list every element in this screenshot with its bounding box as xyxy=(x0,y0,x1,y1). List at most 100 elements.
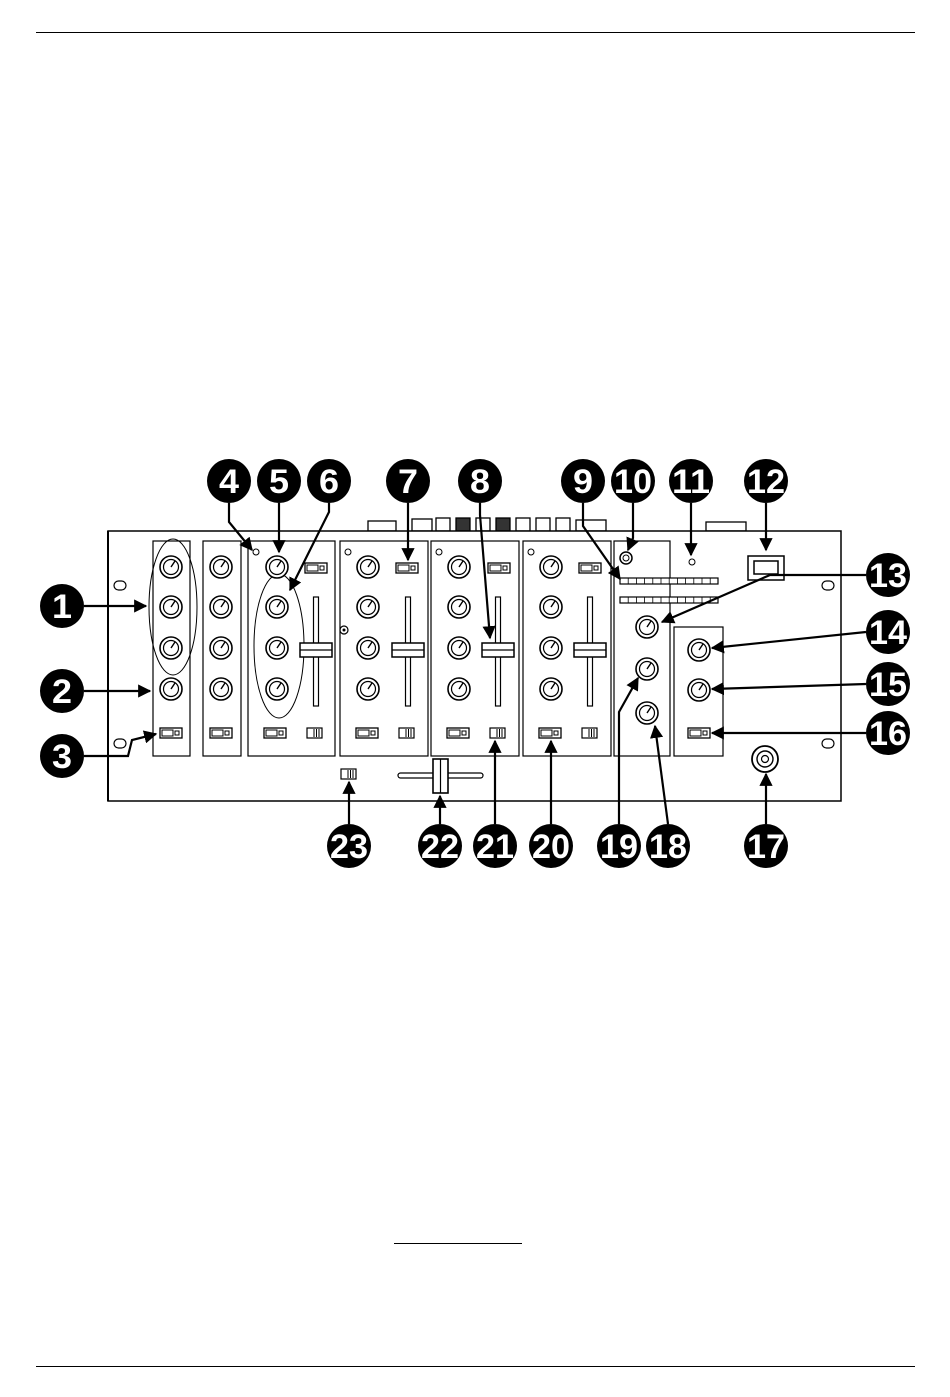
mic-knob-1 xyxy=(688,639,710,661)
callout-21: 21 xyxy=(473,824,517,868)
channel-4-mode-slider xyxy=(582,728,597,738)
knob-col2-2 xyxy=(210,596,232,618)
channel-2-bottom-switch-led xyxy=(371,731,375,735)
callout-15-label: 15 xyxy=(869,666,907,704)
switch-col2-toggle xyxy=(212,730,223,736)
callout-12: 12 xyxy=(744,459,788,503)
channel-4-knob-4 xyxy=(540,678,562,700)
callout-4: 4 xyxy=(207,459,251,503)
channel-2-bottom-switch-toggle xyxy=(358,730,369,736)
mic-switch-toggle xyxy=(690,730,701,736)
channel-4-knob-1 xyxy=(540,556,562,578)
channel-2-mode-slider xyxy=(399,728,414,738)
callout-6: 6 xyxy=(307,459,351,503)
callout-4-label: 4 xyxy=(219,463,239,501)
knob-col1-4 xyxy=(160,678,182,700)
channel-3-knob-3 xyxy=(448,637,470,659)
channel-4-top-switch-led xyxy=(594,566,598,570)
crossfader-curve-slider xyxy=(341,769,356,779)
callout-16: 16 xyxy=(866,711,910,755)
channel-2-knob-4 xyxy=(357,678,379,700)
channel-1-top-switch xyxy=(305,563,327,573)
mic-knob-2 xyxy=(688,679,710,701)
channel-3-led xyxy=(436,549,442,555)
callout-9-label: 9 xyxy=(573,463,593,501)
power-led xyxy=(689,559,695,565)
switch-col2-led xyxy=(225,731,229,735)
channel-3-knob-2 xyxy=(448,596,470,618)
knob-col1-3 xyxy=(160,637,182,659)
callout-23-label: 23 xyxy=(330,828,368,866)
callout-11-label: 11 xyxy=(672,463,710,501)
callout-5: 5 xyxy=(257,459,301,503)
callout-11: 11 xyxy=(669,459,713,503)
channel-1-bottom-switch xyxy=(264,728,286,738)
channel-1-knob-4 xyxy=(266,678,288,700)
master-knob-3 xyxy=(636,702,658,724)
callout-20-label: 20 xyxy=(532,828,570,866)
switch-col2 xyxy=(210,728,232,738)
callout-1-label: 1 xyxy=(52,588,72,626)
channel-4-bottom-switch xyxy=(539,728,561,738)
knob-col2-3 xyxy=(210,637,232,659)
channel-3-bottom-switch xyxy=(447,728,469,738)
callout-3-label: 3 xyxy=(52,738,72,776)
channel-4-bottom-switch-led xyxy=(554,731,558,735)
channel-2-knob-1 xyxy=(357,556,379,578)
channel-2-bottom-switch xyxy=(356,728,378,738)
callout-15: 15 xyxy=(866,662,910,706)
channel-2-led xyxy=(345,549,351,555)
callout-14-label: 14 xyxy=(869,614,907,652)
channel-3-bottom-switch-led xyxy=(462,731,466,735)
callout-1: 1 xyxy=(40,584,84,628)
knob-col2-4 xyxy=(210,678,232,700)
channel-1-knob-1 xyxy=(266,556,288,578)
callout-5-label: 5 xyxy=(269,463,289,501)
callout-22-label: 22 xyxy=(421,828,459,866)
channel-2-knob-3 xyxy=(357,637,379,659)
callout-14: 14 xyxy=(866,610,910,654)
channel-4-top-switch-toggle xyxy=(581,565,592,571)
callout-10: 10 xyxy=(611,459,655,503)
callout-17: 17 xyxy=(744,824,788,868)
channel-2-top-switch xyxy=(396,563,418,573)
channel-1-bottom-switch-toggle xyxy=(266,730,277,736)
callout-6-label: 6 xyxy=(319,463,339,501)
rear-connectors xyxy=(368,518,746,531)
callout-8-label: 8 xyxy=(470,463,490,501)
level-meter-1 xyxy=(620,578,718,584)
callout-7: 7 xyxy=(386,459,430,503)
channel-2-top-switch-toggle xyxy=(398,565,409,571)
callout-3: 3 xyxy=(40,734,84,778)
callout-9: 9 xyxy=(561,459,605,503)
callout-20: 20 xyxy=(529,824,573,868)
callout-21-label: 21 xyxy=(476,828,514,866)
knob-col1-2 xyxy=(160,596,182,618)
callout-2: 2 xyxy=(40,669,84,713)
callout-8: 8 xyxy=(458,459,502,503)
knob-col2-1 xyxy=(210,556,232,578)
switch-col1 xyxy=(160,728,182,738)
power-switch-rocker xyxy=(754,561,778,574)
channel-4-top-switch xyxy=(579,563,601,573)
channel-4-bottom-switch-toggle xyxy=(541,730,552,736)
level-meter-2 xyxy=(620,597,718,603)
channel-2-top-switch-led xyxy=(411,566,415,570)
callout-10-label: 10 xyxy=(614,463,652,501)
callout-19-label: 19 xyxy=(600,828,638,866)
channel-1-knob-2 xyxy=(266,596,288,618)
jack-small-core xyxy=(343,629,346,632)
channel-4-knob-3 xyxy=(540,637,562,659)
channel-1-bottom-switch-led xyxy=(279,731,283,735)
callout-19: 19 xyxy=(597,824,641,868)
callout-2-label: 2 xyxy=(52,673,72,711)
channel-3-top-switch-led xyxy=(503,566,507,570)
master-jack-inner xyxy=(623,555,629,561)
channel-3-top-switch xyxy=(488,563,510,573)
mic-switch-led xyxy=(703,731,707,735)
channel-3-knob-4 xyxy=(448,678,470,700)
knob-col1-1 xyxy=(160,556,182,578)
channel-1-knob-3 xyxy=(266,637,288,659)
switch-col1-led xyxy=(175,731,179,735)
